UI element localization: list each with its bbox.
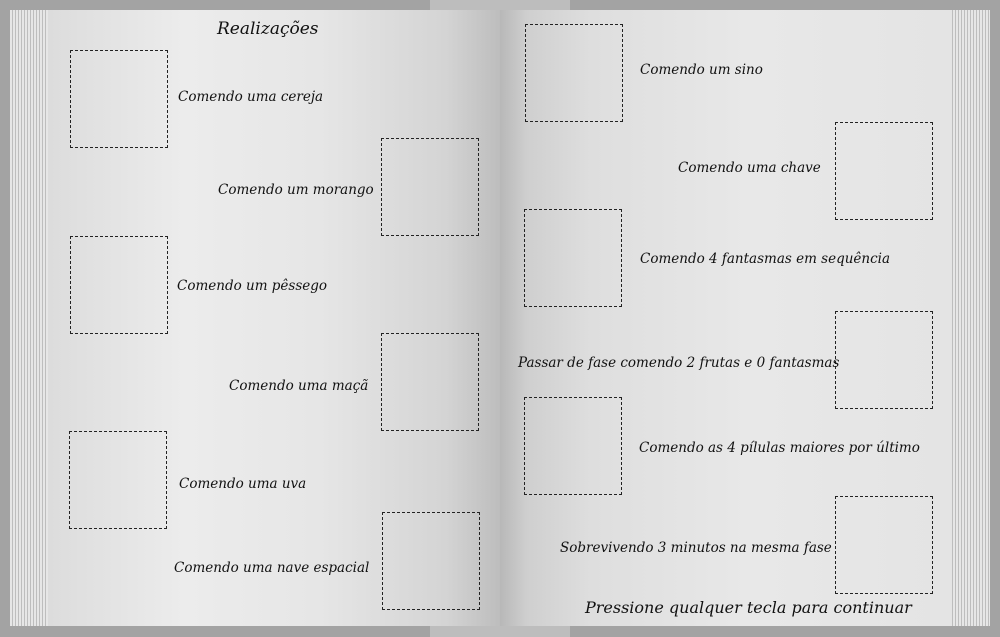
continue-prompt: Pressione qualquer tecla para continuar [585, 598, 912, 617]
achievement-label-level-clear: Passar de fase comendo 2 frutas e 0 fant… [518, 355, 840, 371]
achievement-label-spaceship: Comendo uma nave espacial [174, 560, 370, 576]
achievement-slot-apple [381, 333, 479, 431]
achievement-label-power-pills: Comendo as 4 pílulas maiores por último [639, 440, 920, 456]
achievement-label-cherry: Comendo uma cereja [178, 89, 324, 105]
achievement-slot-peach [70, 236, 168, 334]
achievement-label-key: Comendo uma chave [678, 160, 821, 176]
achievement-label-four-ghosts: Comendo 4 fantasmas em sequência [640, 251, 891, 267]
book-spine-top [430, 0, 570, 12]
right-page [500, 10, 952, 626]
achievement-label-strawberry: Comendo um morango [218, 182, 374, 198]
achievement-slot-strawberry [381, 138, 479, 236]
book-spine-bottom [430, 625, 570, 637]
achievement-slot-spaceship [382, 512, 480, 610]
achievement-slot-key [835, 122, 933, 220]
achievement-slot-grape [69, 431, 167, 529]
left-page [48, 10, 500, 626]
achievement-label-apple: Comendo uma maçã [229, 378, 369, 394]
achievement-slot-four-ghosts [524, 209, 622, 307]
achievement-label-bell: Comendo um sino [640, 62, 763, 78]
page-title: Realizações [217, 19, 319, 39]
achievement-slot-cherry [70, 50, 168, 148]
achievement-slot-level-clear [835, 311, 933, 409]
achievement-slot-power-pills [524, 397, 622, 495]
achievement-slot-survive [835, 496, 933, 594]
achievement-label-grape: Comendo uma uva [179, 476, 307, 492]
page-edges-left [10, 10, 50, 626]
achievement-label-peach: Comendo um pêssego [177, 278, 328, 294]
achievement-slot-bell [525, 24, 623, 122]
page-edges-right [950, 10, 990, 626]
achievement-label-survive: Sobrevivendo 3 minutos na mesma fase [560, 540, 832, 556]
